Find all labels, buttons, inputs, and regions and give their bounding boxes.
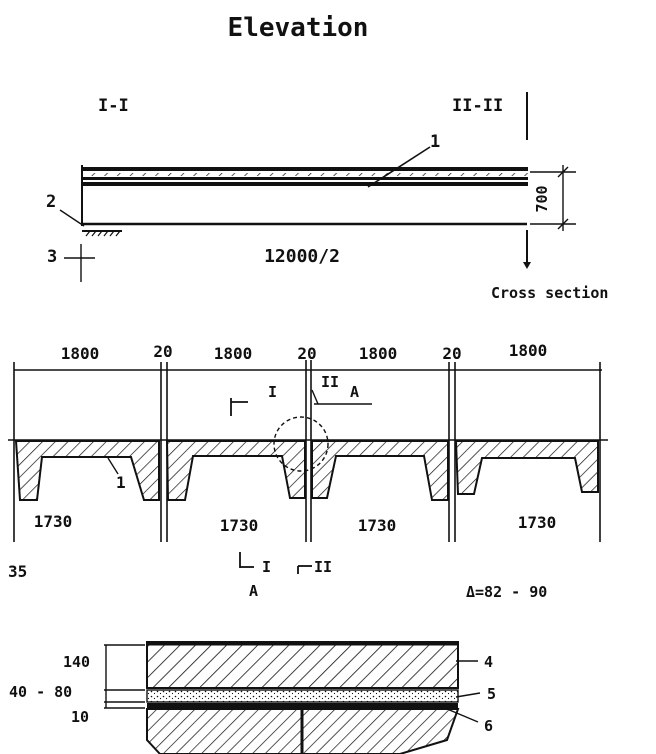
bottom-A-label: A [249,582,258,600]
beam-layer-2 [82,177,528,180]
support-hatch [85,230,121,237]
layer-40-80-label: 40 - 80 [9,683,72,701]
callout-2: 2 [46,192,56,212]
layer-10-label: 10 [71,708,89,726]
section-callout-1-leader [107,457,119,475]
callout-2-leader [59,209,85,227]
callout-6: 6 [484,717,493,735]
detail-A-circle [273,416,329,472]
layer-140-label: 140 [63,653,90,671]
width-top-3: 1800 [359,344,398,363]
beam-layer-3 [82,182,528,186]
cross-section-view: 1800 20 1800 20 1800 20 1800 1 I II A 17… [8,341,608,601]
layer-detail-view: 140 40 - 80 10 4 5 6 [9,641,496,754]
callout-1-leader [367,146,431,188]
callout-4: 4 [484,653,493,671]
callout-3: 3 [47,247,57,267]
cross-section-label: Cross section [491,284,608,302]
callout-5: 5 [487,685,496,703]
beam-overlay-hatch [82,173,528,176]
height-tick-bottom [557,218,569,230]
panel-2 [165,440,306,501]
panel-1 [14,440,160,501]
height-tick-top [557,166,569,178]
edge-label: 35 [8,562,27,581]
delta-label: Δ=82 - 90 [466,583,547,601]
callout-6-leader [439,705,479,723]
section-label-II-II: II-II [452,96,503,116]
layer-5 [146,689,459,703]
panel-4 [454,440,599,495]
section-label-I-I: I-I [98,96,129,116]
span-label: 12000/2 [264,246,340,267]
height-label: 700 [533,185,551,212]
layer-membrane [147,703,458,708]
callout-5-leader [455,692,481,698]
section-II-label: II [321,373,339,391]
section-I-label: I [268,383,277,401]
joint-top-3: 20 [442,344,461,363]
width-top-4: 1800 [509,341,548,360]
detail-A-label: A [350,383,359,401]
width-bottom-2: 1730 [220,516,259,535]
bottom-II-label: II [314,558,332,576]
section-callout-1: 1 [116,473,126,492]
joint-top-2: 20 [297,344,316,363]
bottom-I-label: I [262,558,271,576]
panel-3 [311,440,449,501]
layer-4 [146,641,459,689]
width-bottom-3: 1730 [358,516,397,535]
width-bottom-1: 1730 [34,512,73,531]
width-top-1: 1800 [61,344,100,363]
section-arrow [523,262,531,269]
joint-top-1: 20 [153,342,172,361]
page-title: Elevation [228,13,369,43]
width-top-2: 1800 [214,344,253,363]
beam-top-layer [82,167,528,171]
width-bottom-4: 1730 [518,513,557,532]
elevation-view: I-I II-II 1 2 3 12000/2 [46,92,608,302]
callout-1: 1 [430,132,440,152]
section-II-leader [311,389,319,405]
